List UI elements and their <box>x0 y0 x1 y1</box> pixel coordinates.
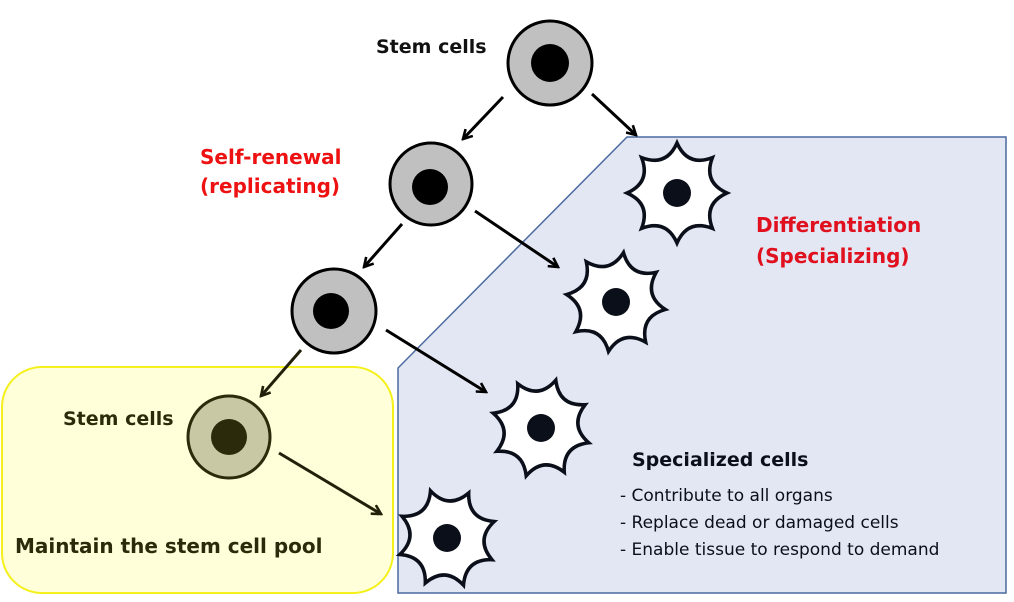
top-stem-cells-label: Stem cells <box>376 36 487 58</box>
arrow-stem-to-differentiation-1 <box>590 92 636 135</box>
specialized-cell-2-icon <box>562 248 670 356</box>
specialized-cell-3-icon <box>489 376 593 480</box>
maintain-pool-caption: Maintain the stem cell pool <box>15 534 323 558</box>
cell-nucleus <box>433 524 461 552</box>
pool-stem-cells-label: Stem cells <box>63 408 174 430</box>
specialized-cell-1-icon <box>622 138 732 248</box>
replicating-label: (replicating) <box>200 174 341 198</box>
cell-nucleus <box>663 179 691 207</box>
stem-cell-top-icon <box>506 19 594 107</box>
differentiation-label: Differentiation <box>756 213 922 237</box>
specialized-cells-list: - Contribute to all organs - Replace dea… <box>620 483 939 564</box>
arrow-pool-to-differentiation-4 <box>278 451 381 514</box>
arrow-renewal-1-to-renewal-2 <box>364 223 404 267</box>
specialized-point: - Contribute to all organs <box>620 486 833 506</box>
arrow-renewal-2-to-pool <box>261 349 303 396</box>
cell-nucleus <box>527 414 555 442</box>
cell-nucleus <box>602 288 630 316</box>
specialized-point: - Enable tissue to respond to demand <box>620 540 940 560</box>
specialized-cells-title: Specialized cells <box>632 449 809 471</box>
stem-cell-pool-icon <box>186 394 272 480</box>
specializing-label: (Specializing) <box>756 244 910 268</box>
specialized-cell-4-icon <box>395 486 499 590</box>
arrow-renewal-2-to-differentiation-3 <box>385 328 486 392</box>
arrow-renewal-1-to-differentiation-2 <box>474 209 558 267</box>
specialized-cells-region <box>397 136 1007 594</box>
arrow-stem-to-renewal-1 <box>463 95 505 139</box>
self-renewal-label: Self-renewal <box>200 145 342 169</box>
stem-cell-pool-box <box>1 366 394 594</box>
stem-cell-renewal-2-icon <box>290 267 378 355</box>
specialized-point: - Replace dead or damaged cells <box>620 513 899 533</box>
stem-cell-renewal-1-icon <box>388 141 474 227</box>
